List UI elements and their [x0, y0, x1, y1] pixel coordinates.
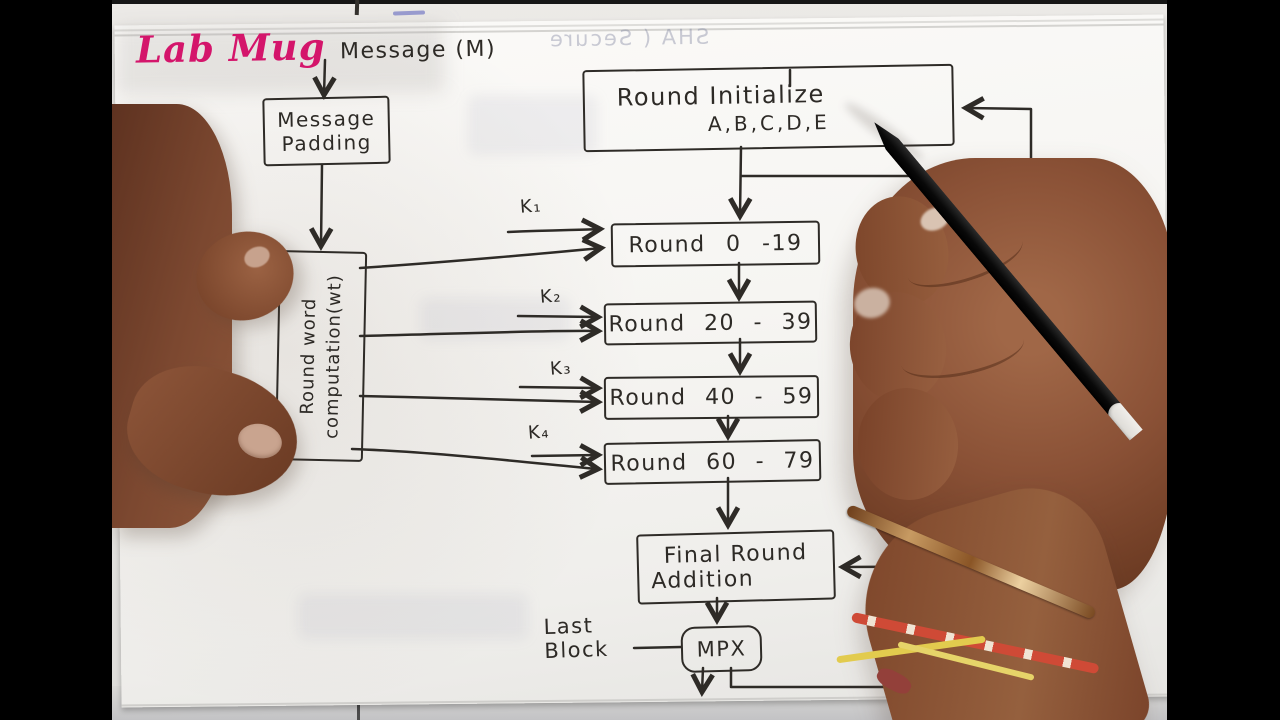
message-padding-line2: Padding [281, 130, 373, 156]
pillarbox-right [1167, 0, 1280, 720]
round-60-79-box: Round 60 - 79 [603, 439, 822, 485]
last-block-line1: Last [543, 613, 594, 640]
channel-watermark: Lab Mug [135, 24, 326, 72]
bleed-through-smudge [468, 95, 598, 155]
last-block-line2: Block [544, 637, 610, 664]
top-edge-mark [354, 0, 360, 16]
mpx-label: MPX [696, 636, 747, 662]
final-round-line1: Final Round [663, 540, 808, 569]
round-40-59-label: Round 40 - 59 [609, 384, 814, 411]
bleed-through-text: SHA ( Secure [547, 24, 710, 52]
last-block-label: Last Block [543, 613, 609, 663]
round-40-59-box: Round 40 - 59 [603, 375, 820, 420]
message-padding-box: Message Padding [262, 95, 391, 167]
bleed-through-smudge [298, 594, 528, 639]
round-0-19-box: Round 0 -19 [610, 220, 821, 268]
round-60-79-label: Round 60 - 79 [610, 447, 815, 477]
round-0-19-label: Round 0 -19 [628, 230, 803, 258]
k1-label: K₁ [519, 195, 543, 218]
mpx-box: MPX [680, 624, 763, 674]
round-initialize-line2: A,B,C,D,E [707, 109, 830, 137]
k2-label: K₂ [539, 285, 563, 308]
k3-label: K₃ [549, 357, 573, 380]
final-round-addition-box: Final Round Addition [636, 529, 836, 605]
round-initialize-line1: Round Initialize [616, 80, 826, 112]
message-label: Message (M) [339, 36, 497, 65]
message-padding-line1: Message [276, 105, 376, 133]
round-20-39-label: Round 20 - 39 [608, 309, 813, 337]
round-word-line2: computation(wt) [321, 273, 346, 439]
pillarbox-left [0, 0, 112, 720]
k4-label: K₄ [527, 421, 551, 444]
top-dark-strip [112, 0, 1167, 4]
desk-edge-line [357, 700, 360, 720]
round-word-line1: Round word [296, 297, 321, 415]
round-20-39-box: Round 20 - 39 [603, 300, 818, 346]
final-round-line2: Addition [651, 566, 755, 595]
